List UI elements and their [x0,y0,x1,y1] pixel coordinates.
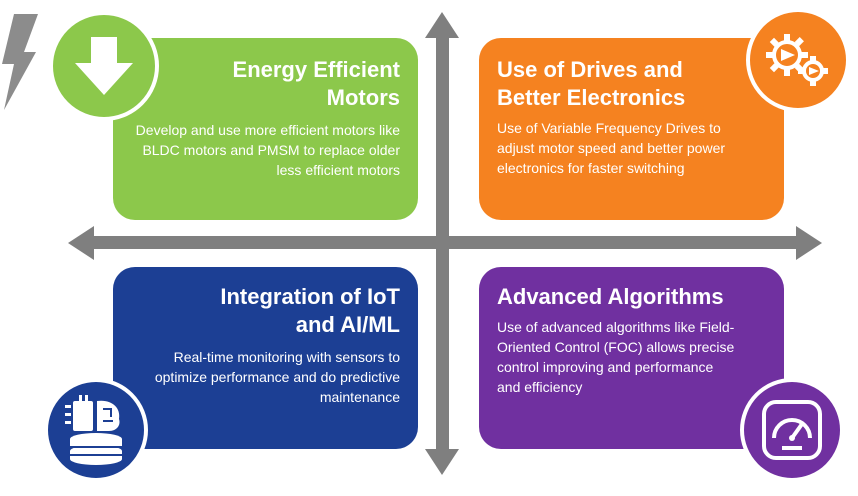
speedometer-icon [762,400,822,460]
energy-efficient-motors-title: Energy Efficient Motors [232,57,400,110]
gears-icon [766,34,828,86]
iot-aiml-description: Real-time monitoring with sensors to opt… [154,349,400,405]
drives-electronics-card: Use of Drives and Better Electronics Use… [479,38,784,220]
energy-efficient-motors-card: Energy Efficient Motors Develop and use … [113,38,418,220]
iot-aiml-badge [44,378,148,482]
energy-efficient-motors-badge [49,11,159,121]
advanced-algorithms-badge [740,378,844,482]
horizontal-axis-arrow-left [68,226,94,260]
horizontal-axis-arrow-right [796,226,822,260]
advanced-algorithms-title: Advanced Algorithms [497,284,724,309]
lightning-bolt-icon [2,14,38,110]
drives-electronics-badge [746,8,850,112]
horizontal-axis [90,236,800,249]
advanced-algorithms-description: Use of advanced algorithms like Field-Or… [497,319,735,395]
vertical-axis-arrow-down [425,449,459,475]
advanced-algorithms-card: Advanced Algorithms Use of advanced algo… [479,267,784,449]
download-arrow-icon [75,37,133,95]
iot-aiml-title: Integration of IoT and AI/ML [220,284,400,337]
drives-electronics-title: Use of Drives and Better Electronics [497,57,686,110]
drives-electronics-description: Use of Variable Frequency Drives to adju… [497,120,726,176]
iot-aiml-card: Integration of IoT and AI/ML Real-time m… [113,267,418,449]
energy-efficient-motors-description: Develop and use more efficient motors li… [135,122,400,178]
vertical-axis-arrow-up [425,12,459,38]
ai-chip-brain-icon [65,395,122,465]
